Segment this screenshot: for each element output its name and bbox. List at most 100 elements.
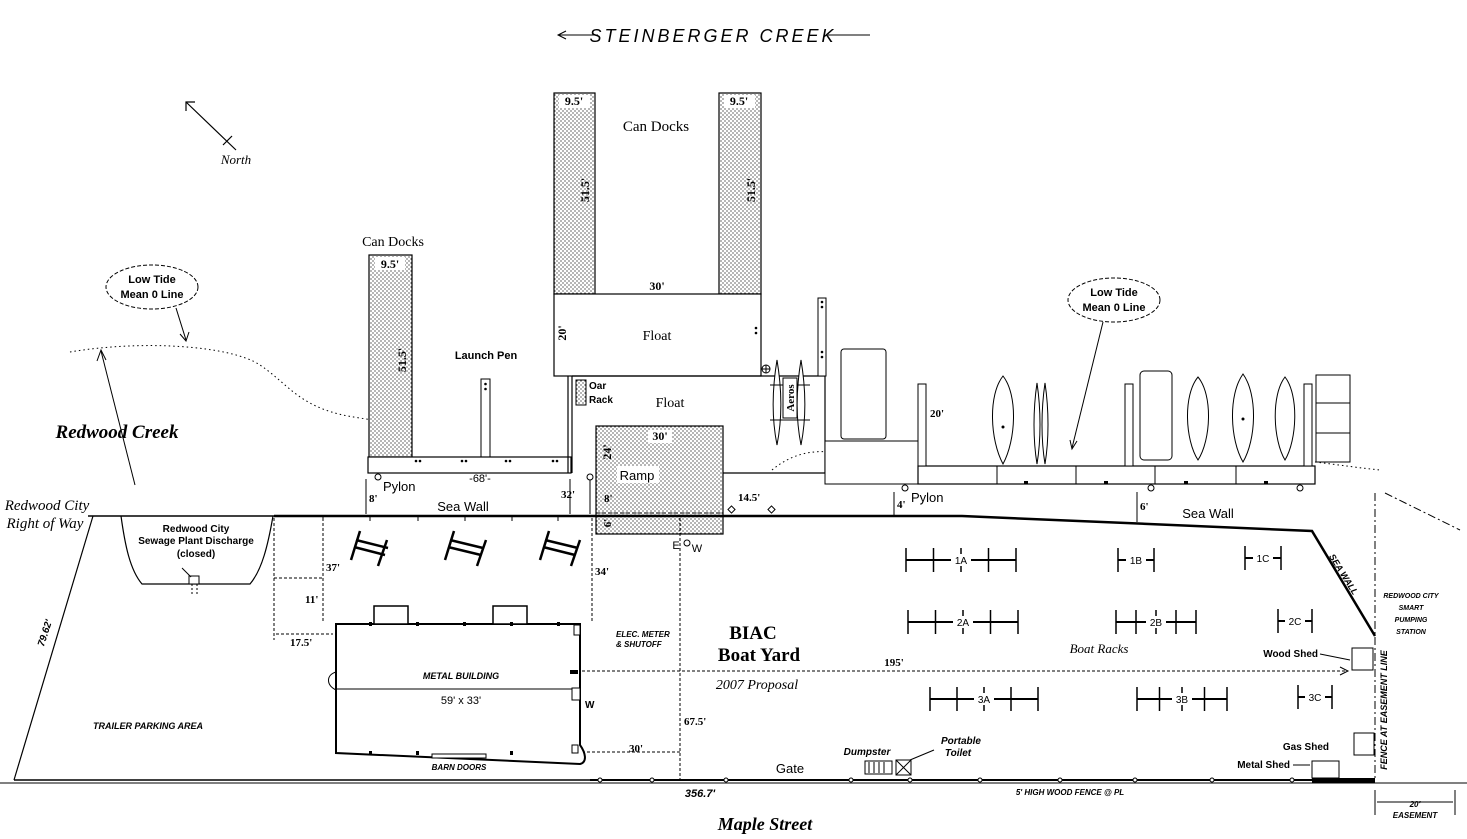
dim-4: 4' — [897, 499, 906, 511]
sewage-discharge: Redwood City Sewage Plant Discharge (clo… — [120, 515, 274, 594]
can-top1-length: 51.5' — [578, 178, 592, 202]
dock-68-dim: -68'- — [469, 473, 491, 485]
dumpster-label: Dumpster — [844, 747, 892, 758]
dim-67: 67.5' — [684, 716, 706, 728]
north-arrow-icon: North — [185, 101, 251, 167]
low-tide-label: Low Tide — [128, 274, 175, 286]
dim-37: 37' — [326, 562, 340, 574]
portable-label: Portable — [941, 736, 981, 747]
rack-label: 1B — [1130, 556, 1143, 567]
sea-wall-left-label: Sea Wall — [437, 499, 489, 514]
sewage-line2: Sewage Plant Discharge — [138, 536, 254, 547]
low-tide-callout-right: Low Tide Mean 0 Line — [1067, 277, 1161, 451]
gas-shed — [1353, 732, 1375, 756]
pumping-line4: STATION — [1396, 629, 1427, 636]
aeros-boats: Aeros — [770, 359, 810, 446]
rack-label: 3B — [1176, 695, 1189, 706]
ramp-length: 24' — [600, 444, 614, 459]
angled-boat-racks — [349, 530, 582, 567]
dock-block — [824, 440, 919, 485]
can-dock-top-right: 9.5' 51.5' — [718, 92, 762, 295]
pumping-line2: SMART — [1399, 605, 1424, 612]
fence-label: 5' HIGH WOOD FENCE @ PL — [1016, 788, 1124, 797]
shell-boats — [992, 370, 1351, 466]
w-bldg-label: W — [585, 700, 595, 711]
property-line-west — [13, 515, 94, 781]
pylon-right-marker — [901, 484, 909, 492]
portable-toilet: Portable Toilet — [895, 736, 981, 776]
can-top1-width: 9.5' — [565, 94, 583, 108]
float-depth: 20' — [555, 325, 569, 340]
maple-street-label: Maple Street — [717, 814, 813, 834]
toilet-label: Toilet — [945, 748, 972, 759]
oar-label: Oar — [589, 381, 606, 392]
boat-rack-1a: 1A — [905, 548, 1017, 572]
dim-30-bldg: 30' — [629, 743, 643, 755]
metal-shed-label: Metal Shed — [1237, 760, 1290, 771]
rack-label: Rack — [589, 395, 613, 406]
metal-shed — [1311, 760, 1340, 779]
dock-walkway: -68'- — [367, 456, 572, 485]
dim-11: 11' — [305, 594, 318, 606]
dim-195: 195' — [884, 657, 904, 669]
ramp-label: Ramp — [620, 468, 655, 483]
steinberger-creek-label: STEINBERGER CREEK — [556, 26, 870, 46]
launch-pen-label: Launch Pen — [455, 350, 518, 362]
steinberger-creek-text: STEINBERGER CREEK — [589, 26, 836, 46]
redwood-creek-label: Redwood Creek — [55, 422, 179, 443]
dim-32: 32' — [561, 489, 575, 501]
elec-meter-line2: & SHUTOFF — [616, 640, 663, 649]
boat-rack-3a: 3A — [929, 687, 1039, 711]
aeros-label: Aeros — [785, 384, 797, 412]
sea-wall-right-label: Sea Wall — [1182, 506, 1234, 521]
easement-dimension: 20' EASEMENT — [1374, 790, 1456, 820]
wood-shed-label: Wood Shed — [1263, 649, 1318, 660]
boat-racks-label: Boat Racks — [1070, 641, 1129, 656]
can-left-length: 51.5' — [395, 348, 409, 372]
proposal-label: 2007 Proposal — [716, 678, 798, 693]
metal-building-label: METAL BUILDING — [423, 671, 499, 681]
boat-rack-3c: 3C — [1297, 685, 1333, 709]
low-tide-label-right: Low Tide — [1090, 287, 1137, 299]
dim-17-5: 17.5' — [290, 637, 312, 649]
dumpster: Dumpster — [844, 747, 893, 775]
rack-label: 2B — [1150, 618, 1163, 629]
low-tide-shoreline — [69, 345, 373, 421]
boat-rack-1b: 1B — [1117, 548, 1155, 572]
sea-wall-diag-label: SEA WALL — [1327, 552, 1360, 596]
can-left-width: 9.5' — [381, 257, 399, 271]
right-dock-20: 20' — [930, 408, 944, 420]
right-of-way-line2: Right of Way — [6, 516, 84, 532]
e-marker: E — [672, 540, 679, 552]
redwood-creek: Redwood Creek — [55, 348, 179, 486]
rack-label: 3A — [978, 695, 991, 706]
launch-pen: Launch Pen — [455, 350, 518, 458]
wood-shed — [1351, 647, 1374, 671]
rack-label: 1C — [1257, 554, 1270, 565]
can-dock-top-left: 9.5' 51.5' — [553, 92, 596, 295]
can-dock-left: Can Docks 9.5' 51.5' — [362, 235, 424, 458]
pumping-line1: REDWOOD CITY — [1383, 593, 1440, 600]
boat-rack-1c: 1C — [1244, 546, 1282, 570]
fence-easement-label: FENCE AT EASEMENT LINE — [1379, 649, 1389, 770]
low-tide-shoreline-right — [771, 451, 1381, 471]
rack-label: 3C — [1309, 693, 1322, 704]
boat-rack-2c: 2C — [1277, 609, 1313, 633]
can-docks-left-label: Can Docks — [362, 235, 424, 250]
dim-8-left: 8' — [369, 493, 378, 505]
trailer-parking-label: TRAILER PARKING AREA — [93, 721, 203, 731]
can-top2-length: 51.5' — [744, 178, 758, 202]
easement-dim: 20' — [1409, 800, 1422, 809]
gas-shed-label: Gas Shed — [1283, 742, 1329, 753]
sewage-line1: Redwood City — [163, 524, 230, 535]
pumping-line3: PUMPING — [1395, 617, 1428, 624]
mean-line-label-right: Mean 0 Line — [1083, 302, 1146, 314]
rack-label: 2A — [957, 618, 970, 629]
sea-wall — [274, 514, 1377, 637]
ramp-width: 30' — [652, 429, 667, 443]
ramp-6: 6' — [602, 519, 614, 528]
right-of-way-line1: Redwood City — [4, 498, 90, 514]
w-marker: W — [692, 543, 703, 555]
rack-label: 2C — [1289, 617, 1302, 628]
dim-14-5: 14.5' — [738, 492, 760, 504]
